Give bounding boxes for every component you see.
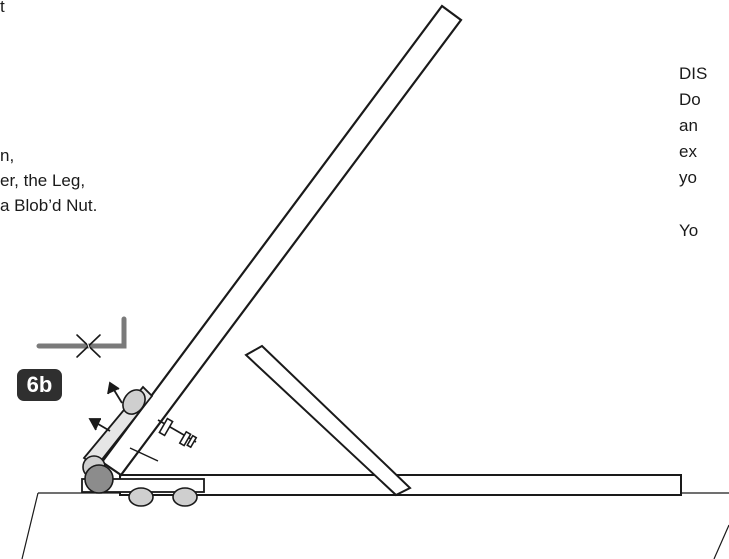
left-text-line-0: t <box>0 0 5 16</box>
left-text-line-2: er, the Leg, <box>0 171 86 190</box>
left-text-line-3: a Blob’d Nut. <box>0 196 98 215</box>
table-surface <box>21 492 729 559</box>
right-text-line-2: Do <box>679 90 701 109</box>
guide-line <box>129 447 159 462</box>
hinge-knob <box>84 464 114 494</box>
tilted-board <box>100 4 463 477</box>
right-text-line-3: an <box>679 116 698 135</box>
right-text-line-5: yo <box>679 168 697 187</box>
arrow-icon <box>88 381 123 432</box>
crossed-out-allen-key-icon <box>36 316 127 362</box>
clamp-screw <box>157 417 198 449</box>
blob-nuts <box>82 389 198 507</box>
blob-nut-base-2 <box>172 487 198 507</box>
right-text-line-4: ex <box>679 142 697 161</box>
step-badge: 6b <box>17 369 62 401</box>
left-text-line-1: n, <box>0 146 15 165</box>
blob-nut-base-1 <box>128 487 154 507</box>
support-leg <box>244 344 412 497</box>
right-text-line-6: Yo <box>679 221 699 240</box>
blob-nut-upper <box>122 389 146 415</box>
right-text-line-1: DIS <box>679 64 708 83</box>
